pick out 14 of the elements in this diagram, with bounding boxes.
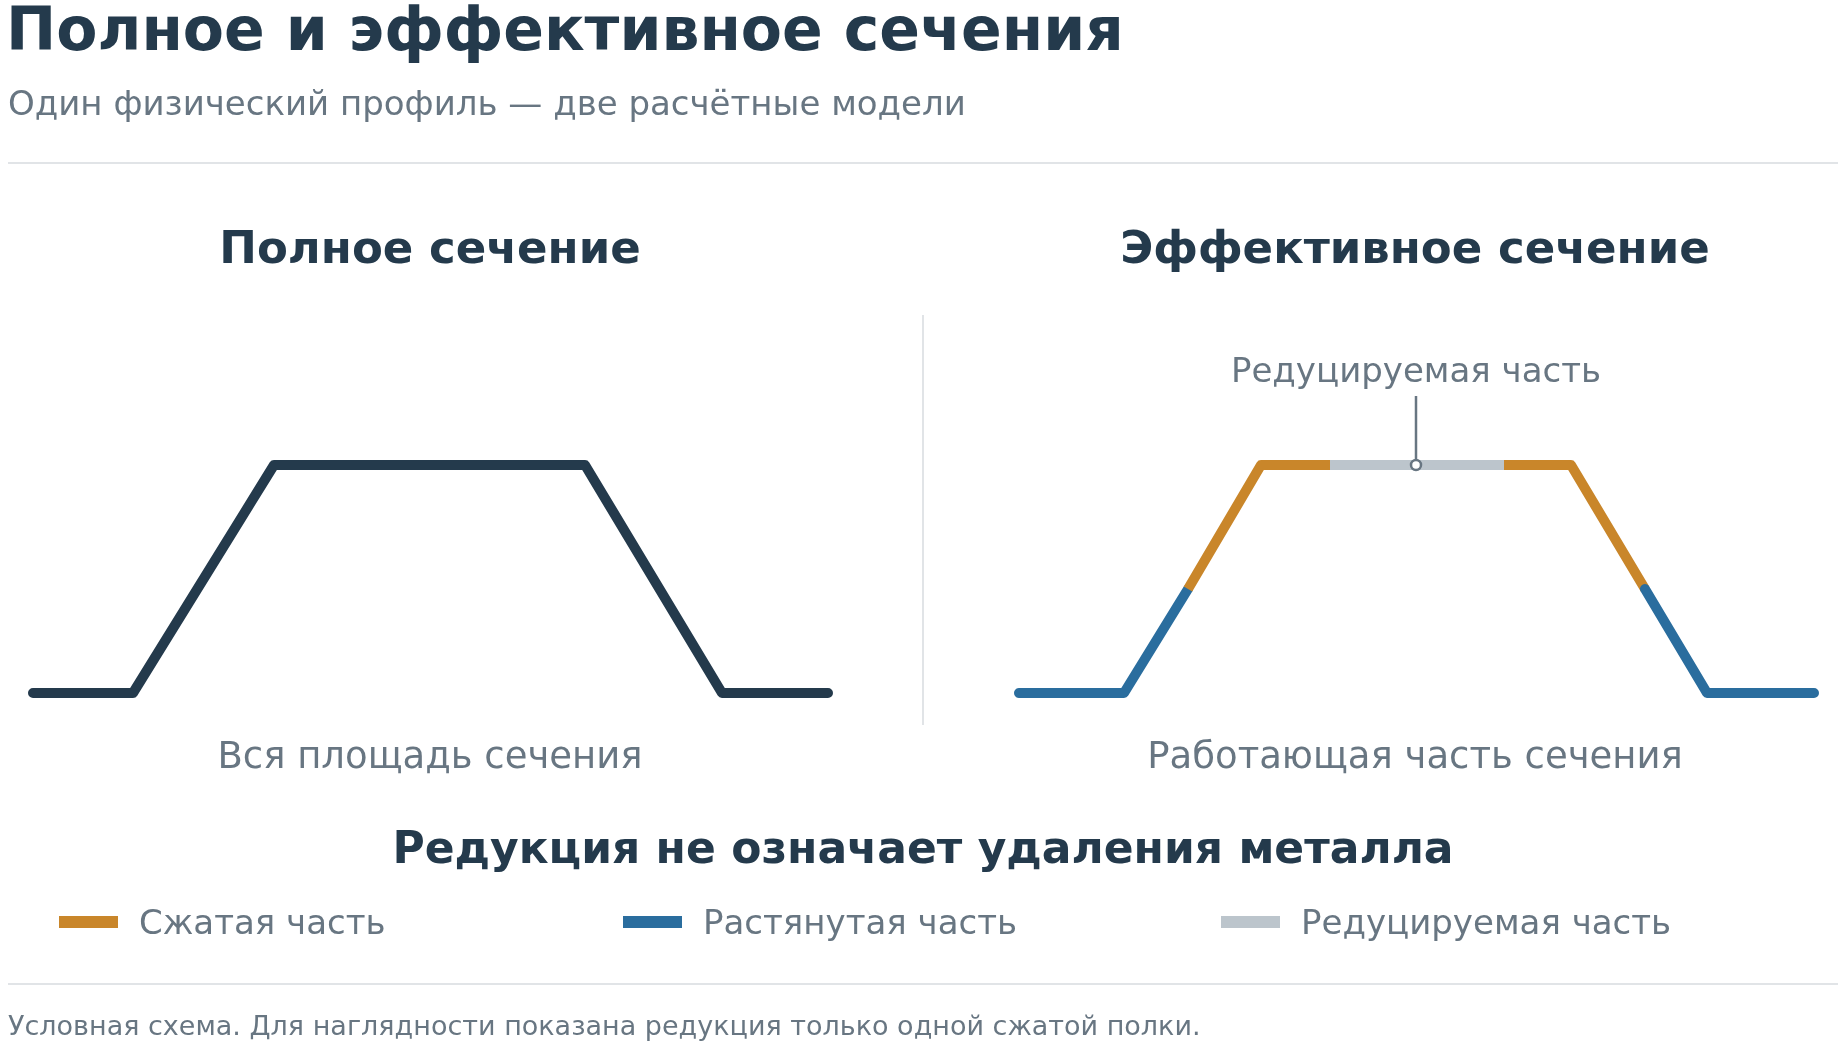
subtitle: Один физический профиль — две расчётные модели [8, 82, 966, 125]
callout-label: Редуцируемая часть [1230, 350, 1602, 390]
panel-heading: Полное сечение [219, 220, 641, 276]
legend-label: Редуцируемая часть [1301, 902, 1672, 942]
reduced-segment [1330, 460, 1504, 470]
legend-label: Растянутая часть [703, 902, 1017, 942]
profile-caption: Вся площадь сечения [217, 733, 643, 779]
footnote: Условная схема. Для наглядности показана редукция только одной сжатой полки. [8, 1010, 1201, 1042]
panel-heading: Эффективное сечение [1120, 220, 1710, 276]
page-title: Полное и эффективное сечения [6, 0, 1124, 64]
leader-line [1409, 396, 1423, 472]
profile-caption: Работающая часть сечения [1147, 733, 1683, 779]
emphasis-heading: Редукция не означает удаления металла [392, 821, 1454, 875]
legend-label: Сжатая часть [139, 902, 386, 942]
